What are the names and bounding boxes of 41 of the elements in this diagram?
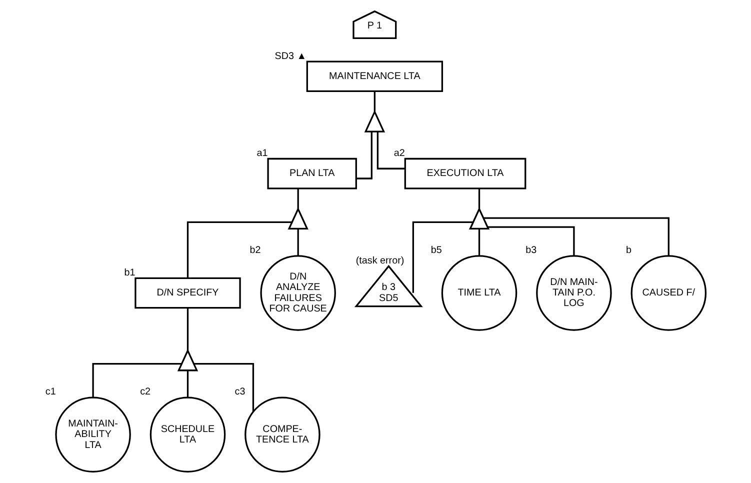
connector <box>92 362 182 398</box>
node-label: a1 <box>256 148 268 159</box>
node-label: a2 <box>394 148 405 159</box>
node-box: PLAN LTA <box>267 158 357 190</box>
node-triangle <box>177 348 198 372</box>
node-label: b3 <box>526 245 537 256</box>
connector <box>488 226 575 256</box>
node-box: MAINTENANCE LTA <box>306 60 444 92</box>
connector <box>186 370 189 398</box>
connector <box>484 217 670 256</box>
connector <box>297 228 299 256</box>
node-triangle <box>288 207 308 230</box>
connector <box>186 221 292 278</box>
node-circle: TIME LTA <box>441 255 518 331</box>
node-label: b5 <box>430 245 442 256</box>
connector <box>478 228 480 256</box>
node-circle: CAUSED F/ <box>630 255 707 331</box>
node-circle: SCHEDULE LTA <box>150 396 226 472</box>
connector <box>376 132 405 170</box>
node-label: (task error) <box>356 255 404 266</box>
connector <box>374 91 376 112</box>
node-label: c2 <box>140 386 151 398</box>
node-label: b <box>626 245 632 256</box>
node-circle: D/N ANALYZE FAILURES FOR CAUSE <box>260 255 336 331</box>
node-label: c1 <box>45 386 56 398</box>
node-label: c3 <box>234 386 246 398</box>
node-label: b1 <box>124 267 136 278</box>
node-label: SD3 ▲ <box>274 50 307 62</box>
node-triangle <box>468 207 490 230</box>
node-circle: COMPE- TENCE LTA <box>244 396 320 472</box>
node-triangle <box>364 110 386 132</box>
node-box: EXECUTION LTA <box>404 158 526 190</box>
connector <box>186 308 189 350</box>
node-circle: D/N MAIN- TAIN P.O. LOG <box>536 255 612 331</box>
node-circle: MAINTAIN- ABILITY LTA <box>55 396 131 472</box>
connector <box>194 362 254 412</box>
node-label: b2 <box>250 245 261 256</box>
connector <box>412 221 474 293</box>
connector <box>478 188 480 209</box>
connector <box>297 188 299 209</box>
node-box: D/N SPECIFY <box>134 277 241 309</box>
